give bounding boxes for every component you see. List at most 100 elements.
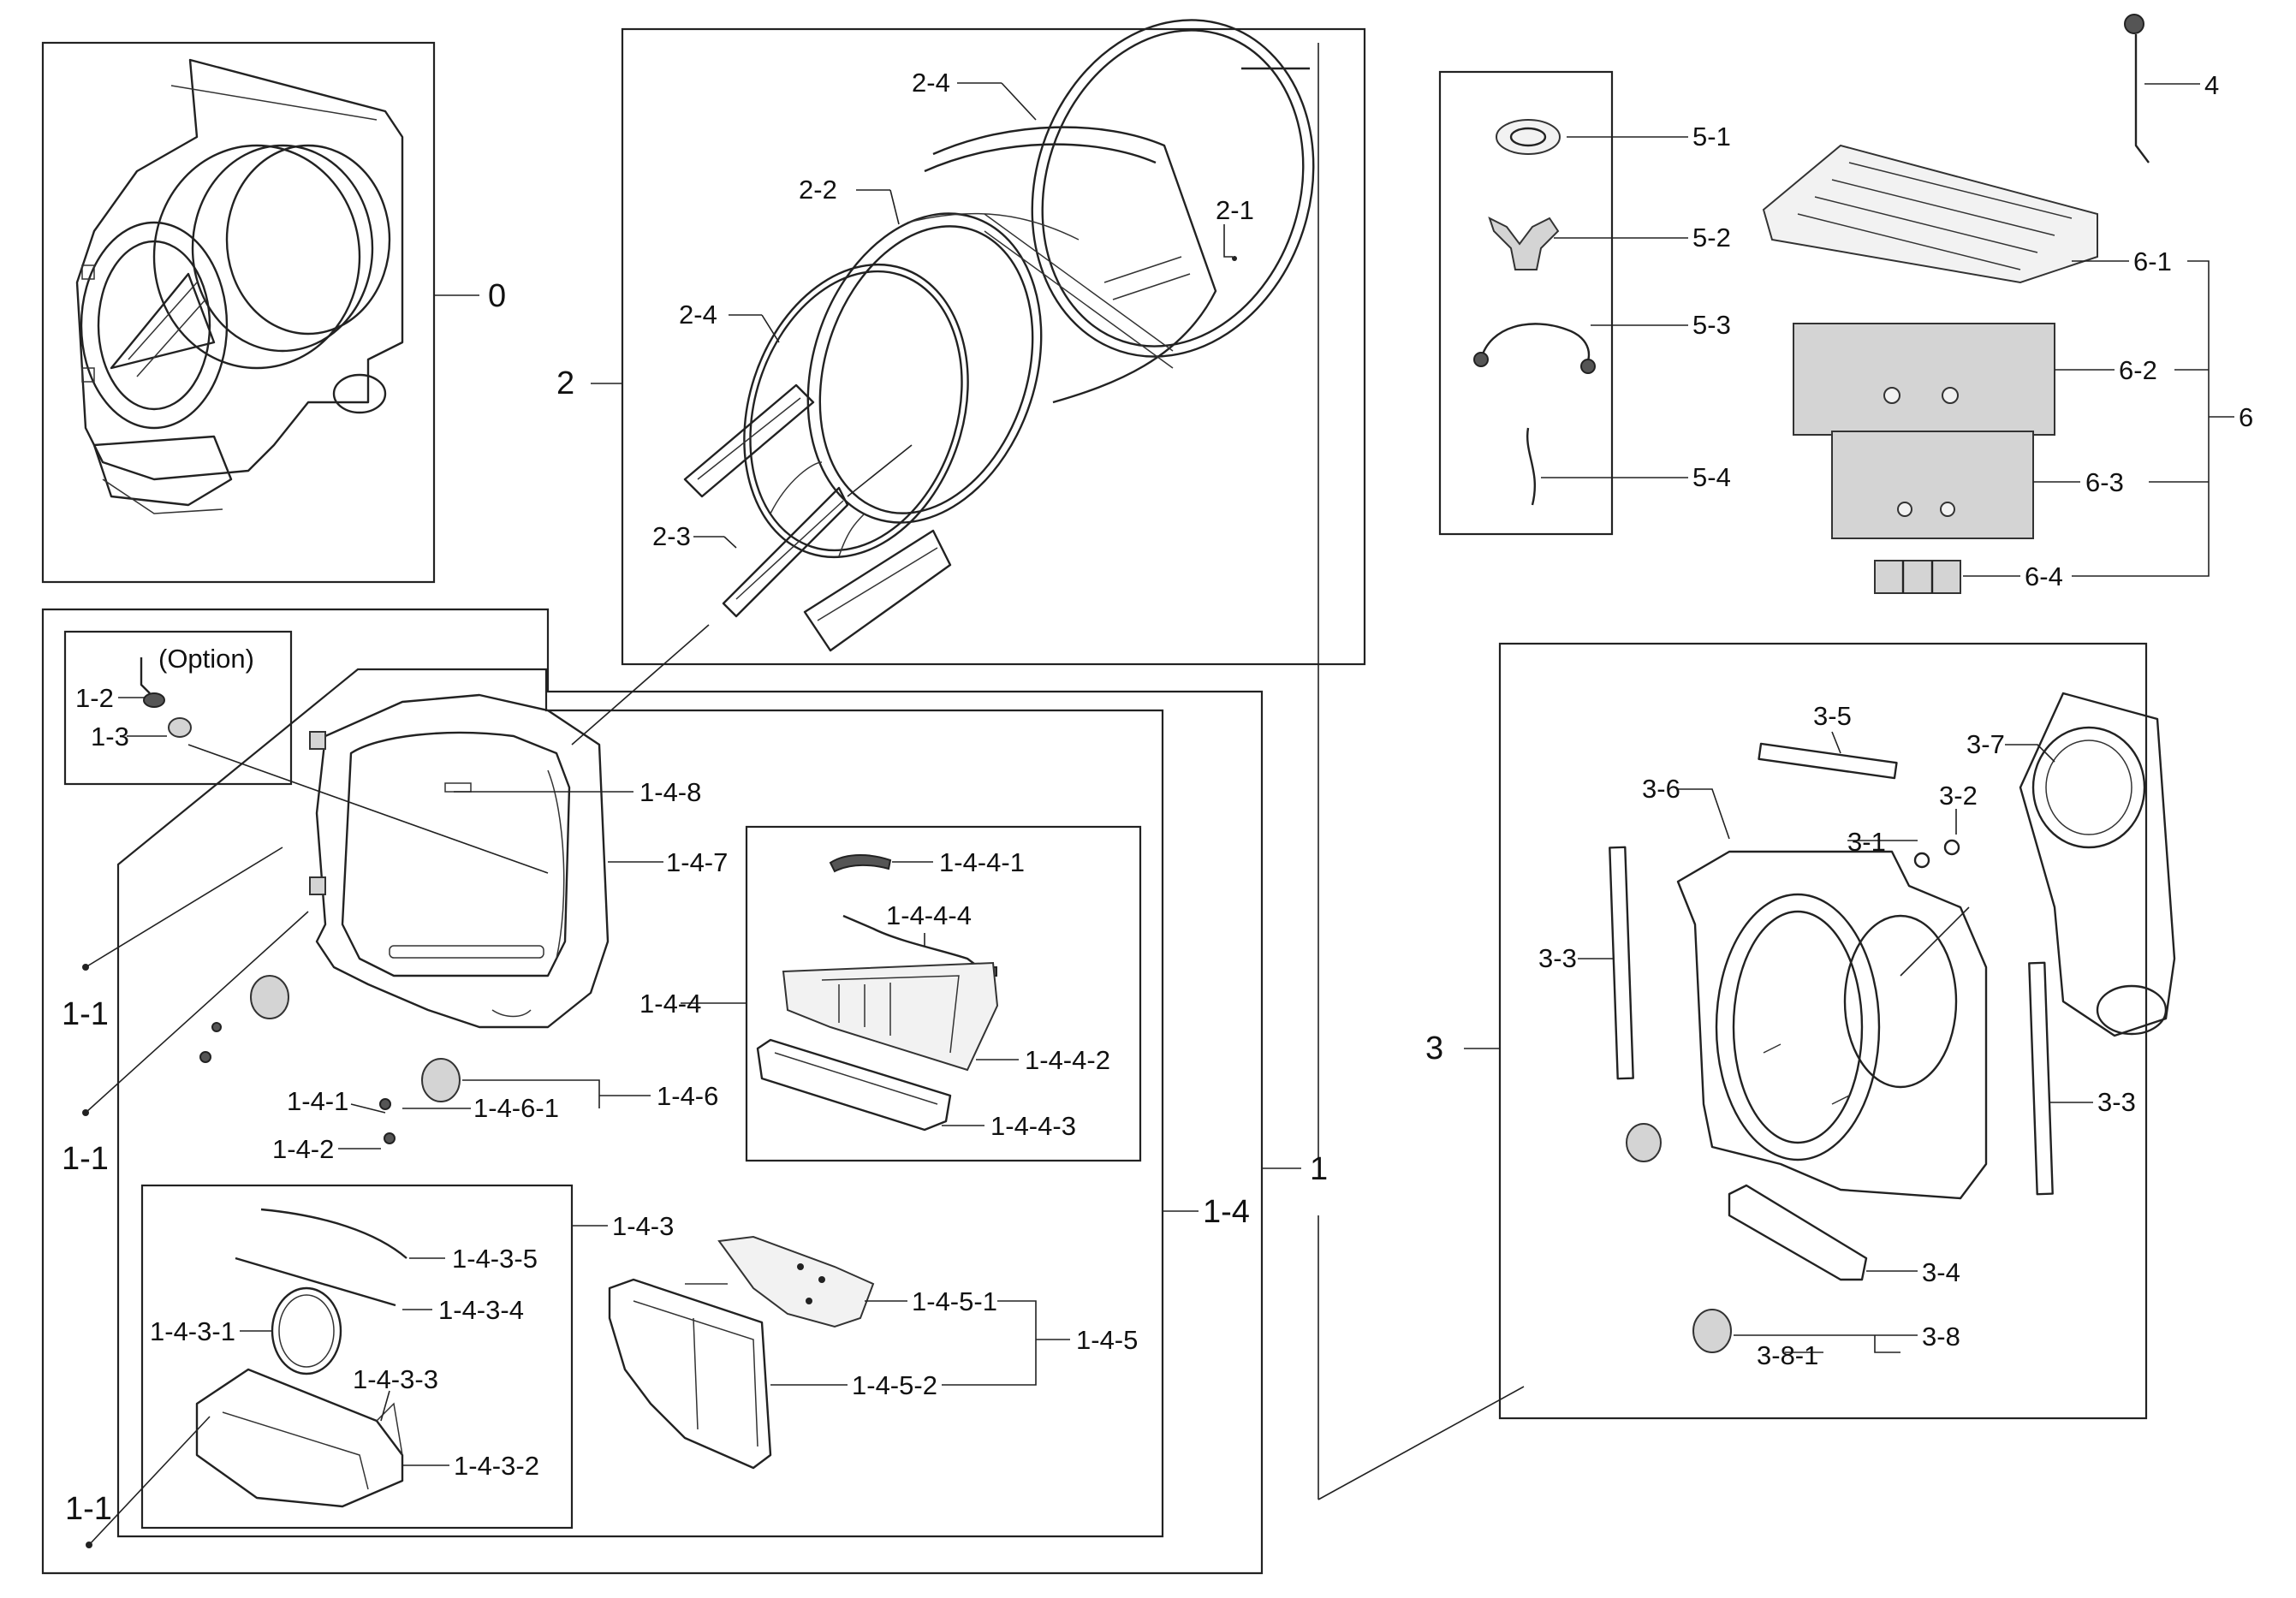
label-3-7: 3-7 bbox=[1966, 729, 2005, 759]
heater-panels bbox=[1762, 144, 2098, 594]
label-6-3: 6-3 bbox=[2085, 467, 2124, 497]
drum-assembly bbox=[743, 19, 1315, 559]
label-6-2: 6-2 bbox=[2119, 355, 2157, 385]
seal-1-4-3-4 bbox=[235, 1256, 396, 1307]
label-3-3-right: 3-3 bbox=[2097, 1087, 2136, 1117]
duct-assembly bbox=[756, 854, 999, 1132]
label-6-4: 6-4 bbox=[2025, 561, 2063, 591]
label-1-4-8: 1-4-8 bbox=[639, 777, 701, 807]
label-2-4-left: 2-4 bbox=[679, 300, 717, 330]
label-3-4: 3-4 bbox=[1922, 1257, 1960, 1287]
rear-panel-3-6 bbox=[1676, 850, 1988, 1200]
roller-3-8 bbox=[1692, 1309, 1732, 1353]
label-6: 6 bbox=[2239, 402, 2253, 432]
front-panel-assembly bbox=[309, 693, 610, 1029]
label-1-4-5: 1-4-5 bbox=[1076, 1325, 1138, 1355]
bracket-3-4 bbox=[1728, 1184, 1868, 1281]
frame-rear-3 bbox=[1498, 642, 2148, 1420]
inlet-hose-5-3 bbox=[1479, 323, 1591, 369]
label-1-4-3-5: 1-4-3-5 bbox=[452, 1244, 538, 1274]
label-3-2: 3-2 bbox=[1939, 781, 1978, 811]
roller-1-4-6 bbox=[421, 1058, 461, 1102]
label-5-3: 5-3 bbox=[1692, 310, 1731, 340]
frame-front-panel-1-4 bbox=[116, 668, 1164, 1538]
label-1-4-7: 1-4-7 bbox=[666, 847, 728, 877]
frame-hose-kit-5 bbox=[1438, 70, 1614, 536]
full-drum-assembly bbox=[75, 58, 404, 514]
panel-6-2 bbox=[1793, 323, 2055, 436]
label-2: 2 bbox=[556, 365, 574, 401]
label-3: 3 bbox=[1425, 1031, 1443, 1066]
frame-assembly-0 bbox=[41, 41, 436, 584]
label-1-4-4-2: 1-4-4-2 bbox=[1025, 1045, 1110, 1075]
label-2-3: 2-3 bbox=[652, 521, 691, 551]
label-5-1: 5-1 bbox=[1692, 122, 1731, 151]
label-1-4-4-4: 1-4-4-4 bbox=[886, 900, 972, 930]
label-option: (Option) bbox=[158, 644, 254, 674]
label-4: 4 bbox=[2204, 70, 2219, 100]
frame-drum-2 bbox=[621, 27, 1366, 666]
label-1-4-3-2: 1-4-3-2 bbox=[454, 1451, 539, 1481]
duct-frame-1-4-4-3 bbox=[756, 1038, 952, 1132]
strip-3-3-right bbox=[2028, 961, 2054, 1196]
label-1-4-5-2: 1-4-5-2 bbox=[852, 1370, 937, 1400]
label-6-1: 6-1 bbox=[2133, 247, 2172, 276]
label-5-2: 5-2 bbox=[1692, 223, 1731, 252]
label-3-5: 3-5 bbox=[1813, 701, 1852, 731]
label-0: 0 bbox=[488, 278, 506, 314]
label-3-1: 3-1 bbox=[1847, 827, 1886, 857]
label-1-1-middle: 1-1 bbox=[62, 1141, 109, 1177]
bracket-3-5 bbox=[1758, 742, 1898, 780]
filter-housing-1-4-3-2 bbox=[195, 1368, 404, 1508]
label-3-8: 3-8 bbox=[1922, 1322, 1960, 1351]
label-1-4: 1-4 bbox=[1203, 1194, 1250, 1230]
frame-duct-1-4-4 bbox=[745, 825, 1142, 1162]
label-1-4-4-1: 1-4-4-1 bbox=[939, 847, 1025, 877]
strip-3-3-left bbox=[1609, 846, 1634, 1080]
label-1-4-6-1: 1-4-6-1 bbox=[473, 1093, 559, 1123]
seal-1-4-3-5 bbox=[260, 1208, 407, 1259]
label-1-4-3-1: 1-4-3-1 bbox=[150, 1316, 235, 1346]
heater-6-1 bbox=[1762, 144, 2098, 284]
washer-5-1 bbox=[1496, 119, 1561, 155]
label-1-4-3-4: 1-4-3-4 bbox=[438, 1295, 524, 1325]
label-5-4: 5-4 bbox=[1692, 462, 1731, 492]
wire-1-2 bbox=[140, 657, 151, 694]
harness-1-4-4-1 bbox=[829, 854, 892, 873]
rollers-front bbox=[199, 975, 461, 1144]
panel-6-3 bbox=[1831, 431, 2034, 539]
plug-1-3 bbox=[168, 717, 192, 738]
drum-lifters bbox=[683, 383, 952, 652]
label-1-4-2: 1-4-2 bbox=[272, 1134, 334, 1164]
rear-duct-3-7 bbox=[2019, 692, 2176, 1037]
label-1-4-5-1: 1-4-5-1 bbox=[912, 1286, 997, 1316]
block-6-4 bbox=[1874, 560, 1961, 594]
label-1-2: 1-2 bbox=[75, 683, 114, 713]
lint-filter-assembly bbox=[608, 1235, 875, 1470]
roller-3-8-left bbox=[1626, 1123, 1662, 1162]
label-3-8-1: 3-8-1 bbox=[1757, 1340, 1818, 1370]
label-1-4-1: 1-4-1 bbox=[287, 1086, 348, 1116]
rear-assembly bbox=[1609, 692, 2176, 1353]
filter-cover-1-4-5-1 bbox=[717, 1235, 875, 1328]
label-1-4-3-3: 1-4-3-3 bbox=[353, 1364, 438, 1394]
label-1-1-lower: 1-1 bbox=[65, 1491, 112, 1527]
hose-kit bbox=[1473, 119, 1596, 506]
hose-5-4 bbox=[1526, 427, 1537, 506]
frame-front-1 bbox=[41, 608, 1264, 1575]
label-2-2: 2-2 bbox=[799, 175, 837, 205]
filter-frame-1-4-5-2 bbox=[608, 1278, 772, 1470]
label-1-1-upper: 1-1 bbox=[62, 996, 109, 1032]
label-2-1: 2-1 bbox=[1216, 195, 1254, 225]
label-3-3-left: 3-3 bbox=[1538, 943, 1577, 973]
frame-option bbox=[63, 630, 293, 786]
label-1: 1 bbox=[1310, 1151, 1328, 1187]
roller-1-4-6-upper bbox=[250, 975, 289, 1019]
harness-1-4-4-4 bbox=[842, 914, 985, 972]
label-1-3: 1-3 bbox=[91, 722, 129, 751]
frame-filter-1-4-3 bbox=[140, 1184, 574, 1530]
label-1-4-4-3: 1-4-4-3 bbox=[990, 1111, 1076, 1141]
label-1-4-3: 1-4-3 bbox=[612, 1211, 674, 1241]
front-panel-1-4-7 bbox=[315, 693, 610, 1029]
